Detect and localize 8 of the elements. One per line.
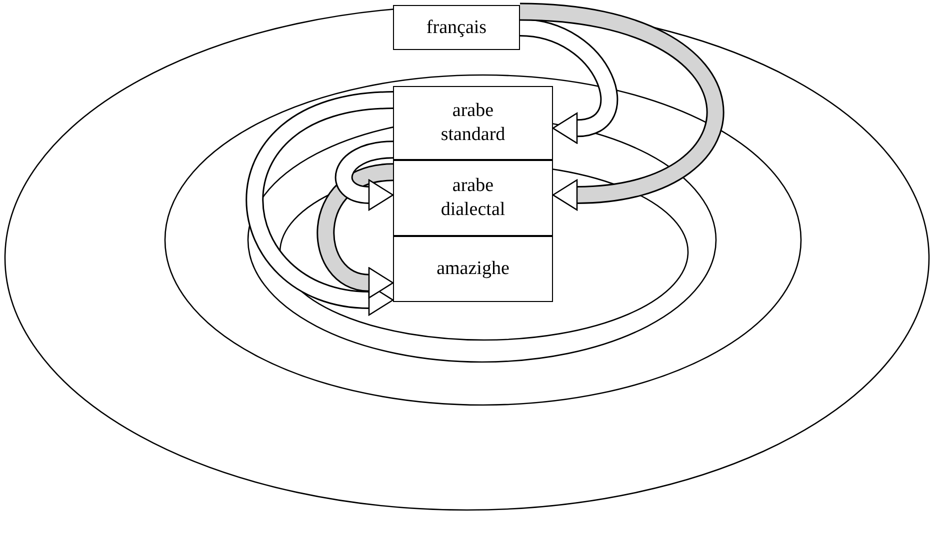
language-box bbox=[393, 160, 553, 236]
language-box bbox=[393, 5, 520, 50]
language-box bbox=[393, 86, 553, 160]
language-label: français bbox=[426, 16, 487, 40]
language-label: amazighe bbox=[436, 257, 510, 281]
language-box bbox=[393, 236, 553, 302]
language-label: arabe standard bbox=[440, 99, 506, 147]
language-label: arabe dialectal bbox=[440, 174, 506, 222]
